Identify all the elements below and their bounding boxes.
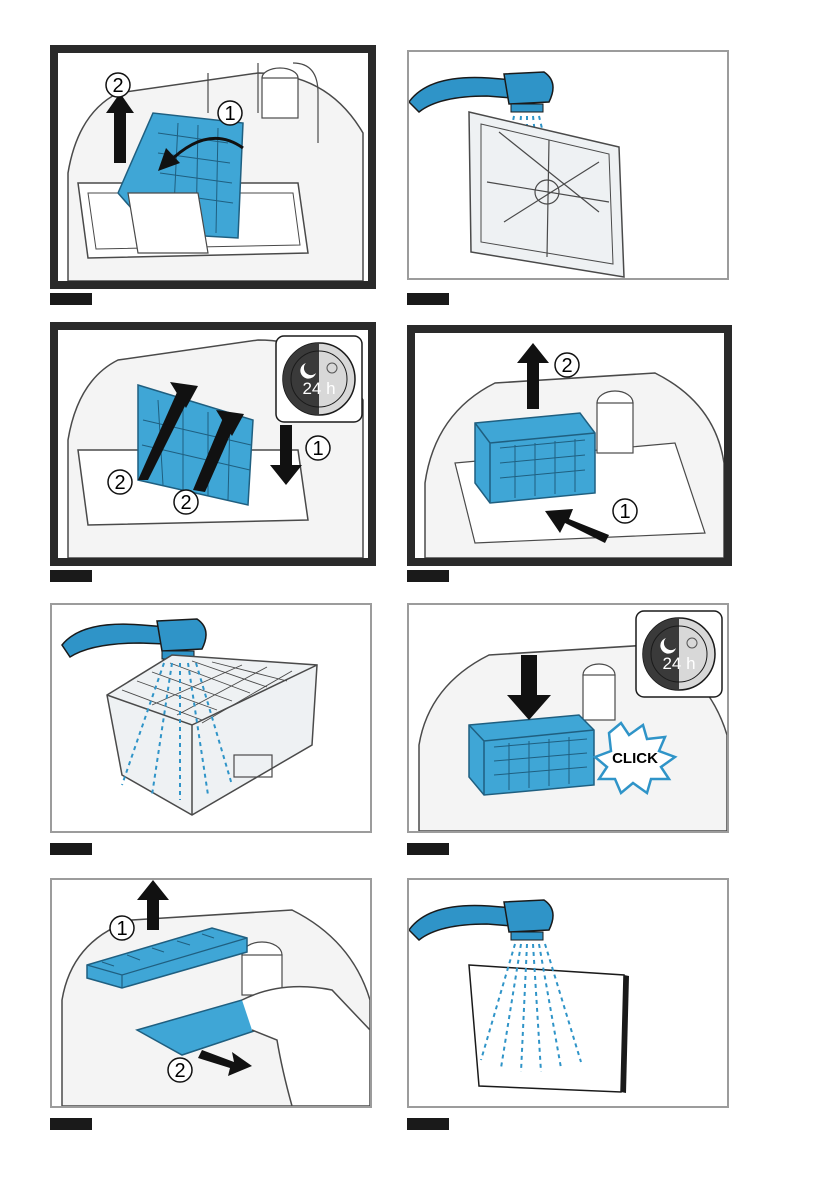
timer-label: 24 h [662, 654, 695, 673]
step-number: 2 [174, 1060, 185, 1082]
step-tag [50, 570, 92, 582]
click-label: CLICK [612, 750, 658, 767]
step-tag [50, 843, 92, 855]
illustration-rinse-exhaust-filter [52, 605, 370, 831]
step-number: 1 [224, 103, 235, 125]
step-number: 2 [180, 492, 191, 514]
step-number: 2 [114, 472, 125, 494]
step-tag [50, 1118, 92, 1130]
step-number: 1 [312, 438, 323, 460]
illustration-remove-filter-pad: 1 2 [52, 880, 370, 1106]
illustration-remove-exhaust-filter: 2 1 [415, 333, 724, 558]
panel-rinse-exhaust-filter [50, 603, 372, 833]
panel-rinse-filter-grid [407, 50, 729, 280]
step-number: 2 [561, 355, 572, 377]
panel-rinse-filter-pad [407, 878, 729, 1108]
step-number: 2 [112, 75, 123, 97]
step-tag [407, 293, 449, 305]
timer-label: 24 h [302, 379, 335, 398]
illustration-rinse-filter-pad [409, 880, 727, 1106]
illustration-remove-motor-filter: 2 1 [58, 53, 368, 281]
step-number: 1 [619, 501, 630, 523]
panel-insert-exhaust-filter: CLICK 24 h [407, 603, 729, 833]
panel-remove-filter-pad: 1 2 [50, 878, 372, 1108]
step-tag [50, 293, 92, 305]
panel-remove-motor-filter: 2 1 [50, 45, 376, 289]
step-number: 1 [116, 918, 127, 940]
illustration-insert-exhaust-filter: CLICK 24 h [409, 605, 727, 831]
illustration-rinse-filter-grid [409, 52, 727, 278]
step-tag [407, 570, 449, 582]
panel-insert-filter-grid: 1 2 2 24 h [50, 322, 376, 566]
illustration-insert-filter-grid: 1 2 2 24 h [58, 330, 368, 558]
step-tag [407, 1118, 449, 1130]
step-tag [407, 843, 449, 855]
panel-remove-exhaust-filter: 2 1 [407, 325, 732, 566]
